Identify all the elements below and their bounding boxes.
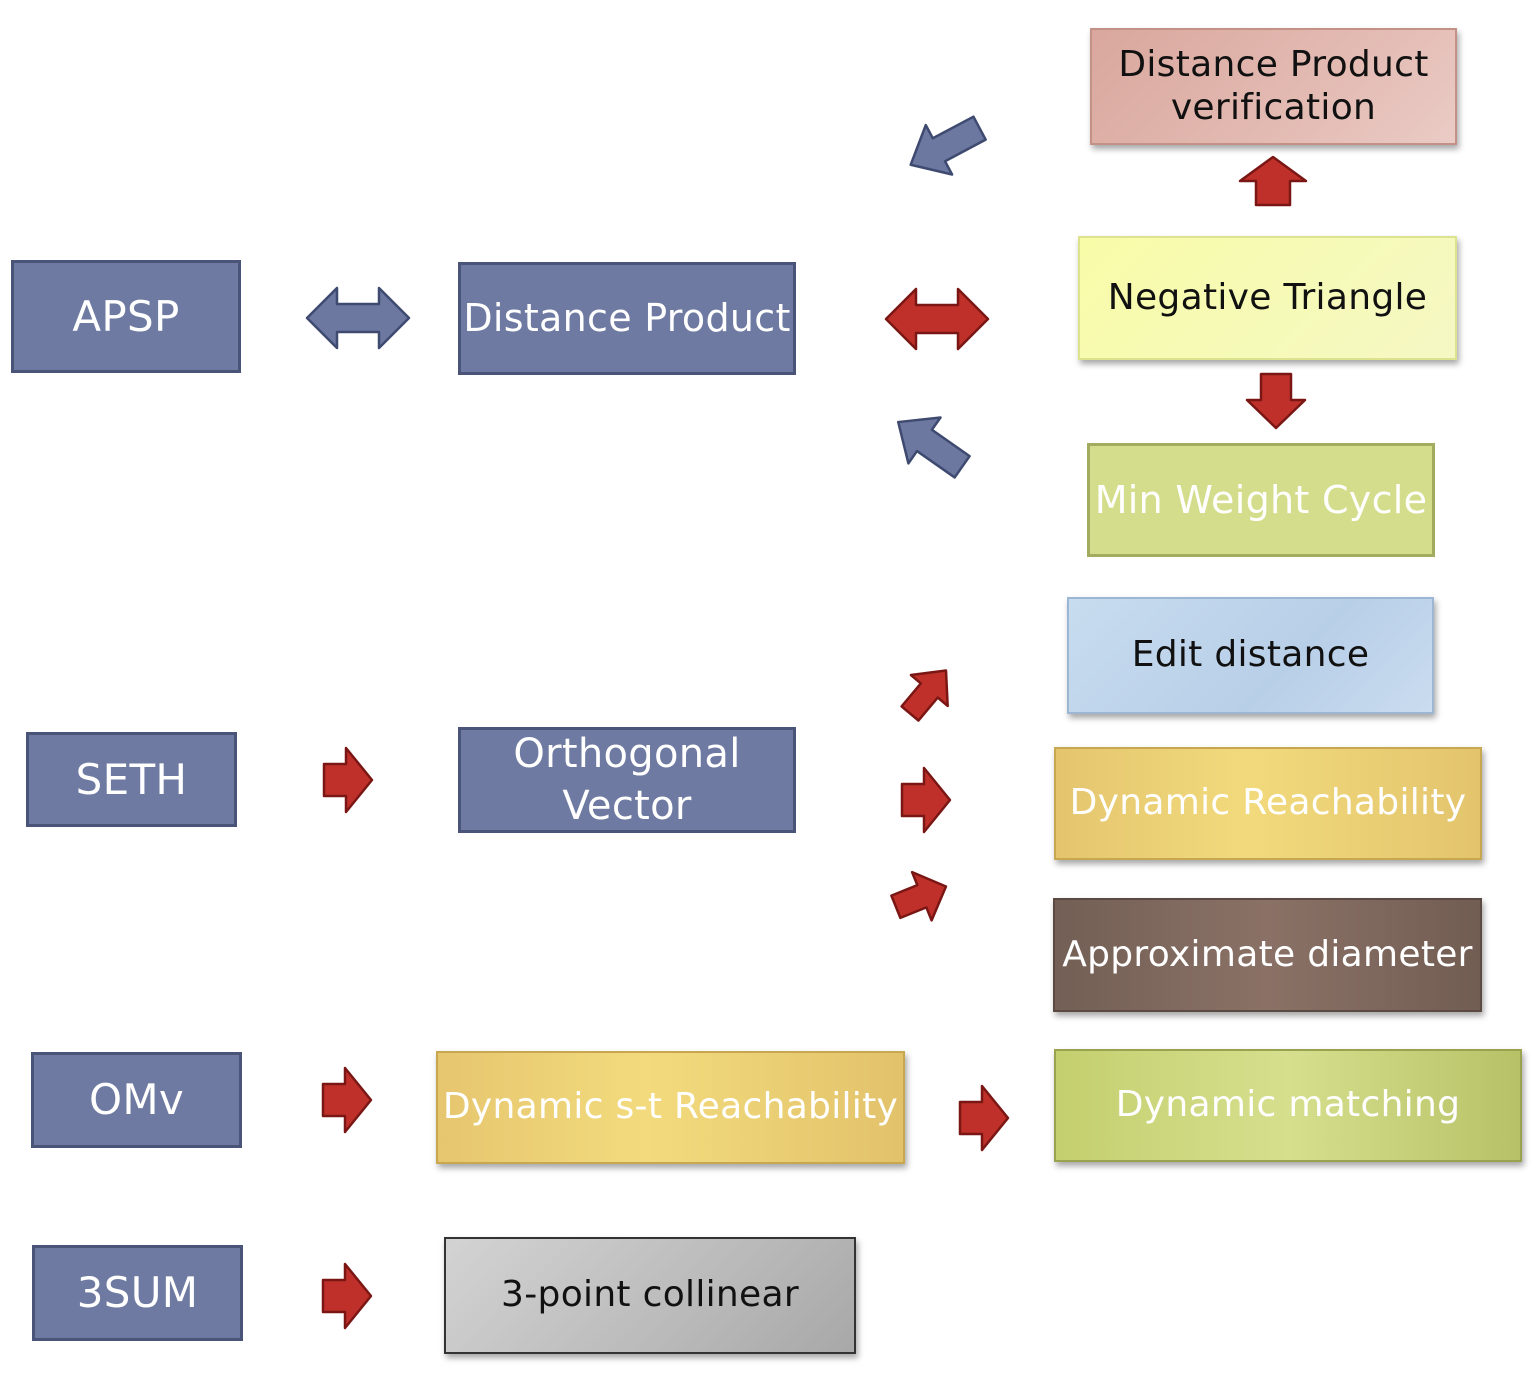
arrow-verification-to-distance-product: [909, 115, 987, 176]
node-dynamic-matching: Dynamic matching: [1054, 1049, 1522, 1162]
arrow-dynamic-st-reachability-to-dynamic-matching: [958, 1084, 1010, 1152]
node-distance-product-verification: Distance Product verification: [1090, 28, 1457, 145]
arrow-3sum-to-3-point-collinear: [321, 1262, 373, 1330]
node-distance-product: Distance Product: [458, 262, 796, 375]
node-omv: OMv: [31, 1052, 242, 1148]
arrow-omv-to-dynamic-st-reachability: [321, 1066, 373, 1134]
node-apsp: APSP: [11, 260, 241, 373]
double-arrow-distance-product-negative-triangle: [884, 287, 990, 351]
double-arrow-apsp-distance-product: [305, 286, 411, 350]
node-approximate-diameter: Approximate diameter: [1053, 898, 1482, 1012]
arrow-min-weight-cycle-to-distance-product: [896, 416, 971, 479]
arrow-ov-to-edit-distance: [900, 669, 949, 722]
node-dynamic-st-reachability: Dynamic s-t Reachability: [436, 1051, 905, 1164]
arrow-ov-to-dynamic-reachability: [900, 766, 952, 834]
arrow-negative-triangle-to-min-weight-cycle: [1245, 372, 1307, 430]
arrow-seth-to-orthogonal-vector: [322, 746, 374, 814]
node-negative-triangle: Negative Triangle: [1078, 236, 1457, 360]
node-min-weight-cycle: Min Weight Cycle: [1087, 443, 1435, 557]
arrow-ov-to-approximate-diameter: [890, 870, 948, 922]
arrow-negative-triangle-to-verification: [1238, 155, 1308, 207]
node-dynamic-reachability: Dynamic Reachability: [1054, 747, 1482, 860]
node-3sum: 3SUM: [32, 1245, 243, 1341]
node-edit-distance: Edit distance: [1067, 597, 1434, 714]
node-orthogonal-vector: Orthogonal Vector: [458, 727, 796, 833]
node-3-point-collinear: 3-point collinear: [444, 1237, 856, 1354]
node-seth: SETH: [26, 732, 237, 827]
